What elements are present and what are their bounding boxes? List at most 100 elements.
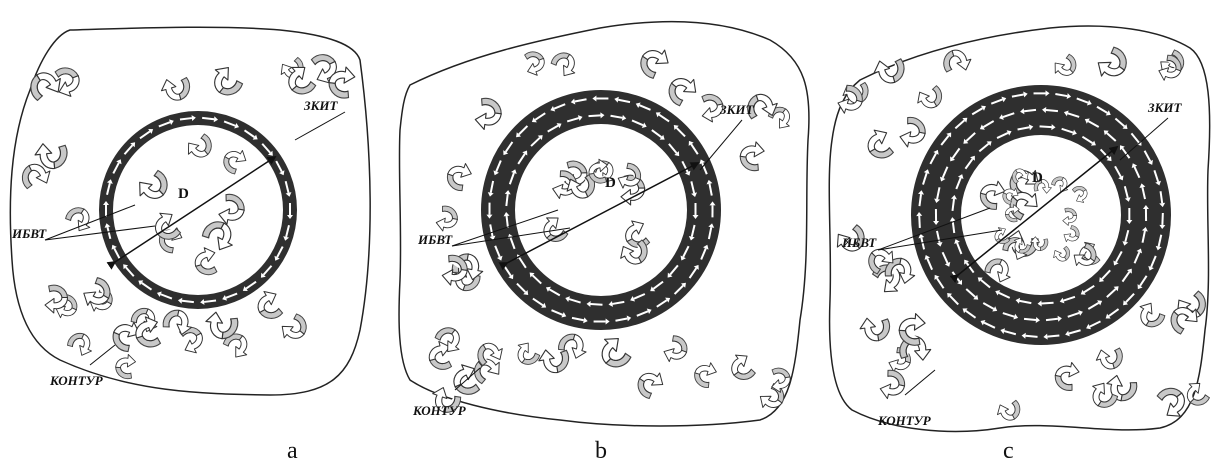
ring-flow-arrow-icon [570, 98, 587, 105]
ring-flow-arrow-icon [243, 129, 258, 140]
ring-flow-arrow-icon [1131, 163, 1141, 179]
ring-flow-arrow-icon [547, 123, 562, 133]
ring-flow-arrow-icon [1080, 284, 1095, 295]
ring-flow-arrow-icon [979, 120, 995, 130]
ring-flow-arrow-icon [516, 282, 529, 295]
ring-flow-arrow-icon [1121, 268, 1132, 283]
zkit-label-b: ЗКИТ [719, 102, 755, 117]
ring-flow-arrow-icon [934, 274, 945, 289]
ring-flow-arrow-icon [1148, 255, 1157, 271]
vortex-arrow-icon [899, 116, 926, 148]
vortex-arrow-icon [1097, 46, 1127, 77]
vortex-arrow-icon [859, 317, 891, 342]
ring-flow-arrow-icon [929, 149, 939, 165]
ring-flow-arrow-icon [668, 143, 680, 157]
ring-flow-arrow-icon [630, 293, 646, 302]
vortex-arrow-icon [135, 316, 162, 348]
vortex-arrow-icon [868, 248, 894, 275]
ring-flow-arrow-icon [503, 141, 514, 156]
vortex-arrow-icon [836, 224, 865, 252]
ring-flow-arrow-icon [592, 95, 609, 102]
ring-flow-arrow-icon [940, 132, 952, 146]
vortex-arrow-icon [21, 163, 51, 190]
vortex-arrow-icon [474, 97, 502, 131]
ring-flow-arrow-icon [688, 140, 699, 155]
vortex-arrow-icon [1062, 207, 1078, 226]
vortex-arrow-icon [441, 254, 468, 286]
vortex-arrow-icon [979, 180, 1006, 210]
ring-flow-arrow-icon [656, 297, 671, 308]
diameter-label-b: D [605, 175, 616, 191]
vortex-arrow-icon [1156, 387, 1185, 417]
ibvt-label-c: ИБВТ [841, 235, 877, 250]
ring-flow-arrow-icon [179, 115, 196, 122]
ring-flow-arrow-icon [1084, 118, 1100, 128]
vortex-arrow-icon [257, 290, 284, 319]
ring-flow-arrow-icon [566, 115, 583, 123]
ring-flow-arrow-icon [941, 251, 951, 267]
ring-flow-arrow-icon [200, 298, 217, 305]
vortex-arrow-icon [1158, 54, 1182, 81]
ring-flow-arrow-icon [1042, 107, 1059, 113]
vortex-arrow-icon [54, 67, 80, 97]
zkit-leader-c [1119, 117, 1169, 161]
contour-leader-b [454, 367, 481, 391]
ring-flow-arrow-icon [1106, 286, 1119, 298]
ring-flow-arrow-icon [551, 309, 567, 318]
diameter-label-c: D [1032, 170, 1043, 186]
ring-flow-arrow-icon [651, 129, 665, 140]
ring-flow-arrow-icon [177, 297, 194, 304]
ibvt-leader-c2 [877, 229, 1003, 251]
vortex-arrow-icon [160, 76, 191, 101]
ring-flow-arrow-icon [995, 290, 1011, 299]
ibvt-leader-b1 [451, 209, 559, 247]
ring-flow-arrow-icon [287, 203, 293, 219]
ring-flow-arrow-icon [1039, 124, 1056, 131]
ring-flow-arrow-icon [545, 286, 561, 297]
ring-flow-arrow-icon [242, 280, 257, 292]
ring-flow-arrow-icon [571, 316, 588, 324]
vortex-arrow-icon [739, 141, 765, 172]
ring-flow-arrow-icon [1087, 300, 1103, 310]
vortex-arrow-icon [162, 309, 193, 336]
ring-flow-arrow-icon [936, 230, 943, 247]
vortex-arrow-icon [601, 338, 632, 368]
ring-flow-arrow-icon [261, 143, 273, 156]
ring-flow-arrow-icon [1065, 329, 1081, 337]
ring-flow-arrow-icon [222, 292, 238, 301]
vortex-arrow-icon [83, 277, 111, 306]
vortex-arrow-icon [477, 342, 503, 367]
ring-flow-arrow-icon [947, 292, 959, 306]
ring-flow-arrow-icon [1133, 248, 1143, 264]
ring-flow-arrow-icon [982, 302, 998, 312]
ring-flow-arrow-icon [1081, 135, 1096, 146]
ring-flow-arrow-icon [1002, 312, 1019, 320]
ring-flow-arrow-icon [1159, 191, 1166, 208]
vortex-arrow-icon [694, 362, 717, 388]
ring-flow-arrow-icon [1142, 205, 1149, 222]
ring-flow-arrow-icon [706, 179, 713, 196]
zkit-ring-band [911, 85, 1171, 345]
ring-flow-arrow-icon [586, 301, 603, 308]
ibvt-leader-b2 [451, 227, 571, 247]
ring-flow-arrow-icon [1021, 332, 1038, 339]
zkit-ring-c [911, 85, 1171, 345]
vortex-arrow-icon [67, 333, 93, 356]
vortex-arrow-icon [328, 66, 356, 99]
vortex-arrow-icon [310, 54, 337, 84]
contour-label-a: КОНТУР [49, 373, 104, 388]
ring-flow-arrow-icon [934, 187, 941, 203]
ring-flow-arrow-icon [922, 169, 930, 185]
contour-leader-a [89, 344, 116, 366]
ring-flow-arrow-icon [1096, 105, 1111, 116]
vortex-arrow-icon [917, 85, 943, 109]
vortex-arrow-icon [517, 342, 541, 365]
ring-flow-arrow-icon [990, 96, 1007, 105]
vortex-arrow-icon [550, 52, 576, 77]
vortex-arrow-icon [837, 84, 863, 114]
vortex-arrow-icon [194, 247, 218, 276]
ring-flow-arrow-icon [636, 308, 652, 317]
contour-outline-a [9, 26, 371, 396]
ring-flow-arrow-icon [1067, 310, 1083, 318]
vortex-arrow-icon [943, 49, 972, 73]
